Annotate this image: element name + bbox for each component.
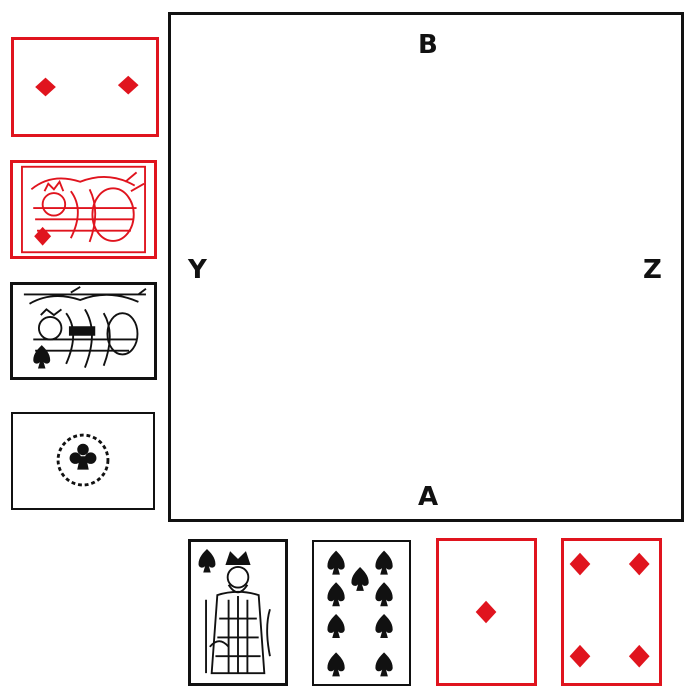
diamond-icon	[569, 552, 650, 668]
south-card-king-of-spades[interactable]	[188, 539, 288, 686]
west-card-king-of-diamonds[interactable]	[10, 160, 157, 259]
diamond-icon	[475, 600, 497, 624]
king-figure	[198, 549, 271, 675]
south-card-ace-of-diamonds[interactable]	[436, 538, 537, 686]
seat-label-south: A	[418, 482, 439, 512]
king-figure	[21, 165, 146, 254]
seat-label-east: Z	[643, 255, 662, 285]
seat-label-north: B	[418, 30, 438, 60]
seat-label-west: Y	[188, 255, 207, 285]
west-card-two-of-diamonds[interactable]	[11, 37, 159, 137]
diamond-icon	[35, 75, 139, 97]
club-wreath-icon	[56, 433, 110, 487]
jack-figure	[23, 286, 147, 369]
card-table	[168, 12, 684, 522]
west-card-ace-of-clubs[interactable]	[11, 412, 155, 510]
south-card-nine-of-spades[interactable]	[312, 540, 411, 686]
south-card-four-of-diamonds[interactable]	[561, 538, 662, 686]
spade-icon	[327, 550, 393, 677]
west-card-jack-of-spades[interactable]	[10, 282, 157, 380]
